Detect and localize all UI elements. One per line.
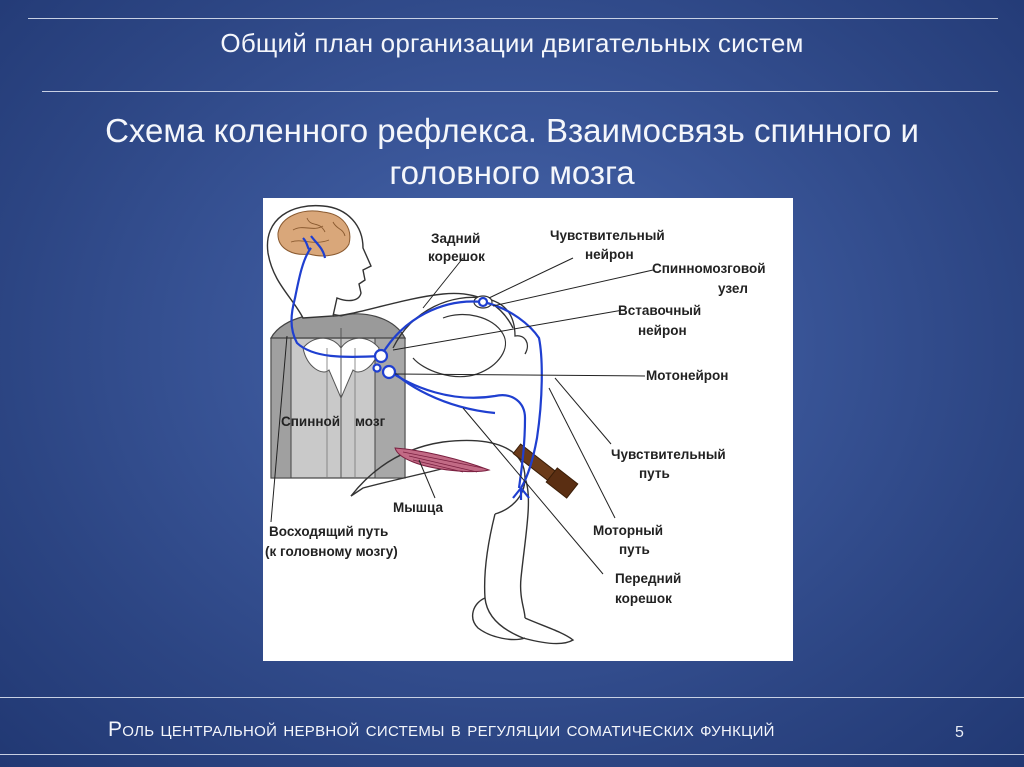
- page-number: 5: [955, 724, 964, 741]
- nerve-paths: [290, 235, 543, 500]
- label-sensory-neuron-1: Чувствительный: [550, 228, 665, 243]
- label-spinal-cord-2: мозг: [355, 414, 386, 429]
- label-sensory-path-1: Чувствительный: [611, 447, 726, 462]
- label-spinal-ganglion-1: Спинномозговой: [652, 261, 766, 276]
- head-outline: [266, 204, 372, 319]
- slide-subtitle: Схема коленного рефлекса. Взаимосвязь сп…: [105, 112, 919, 191]
- label-motoneuron: Мотонейрон: [646, 368, 728, 383]
- footer-top-rule: [0, 697, 1024, 698]
- label-ascending-path-2: (к головному мозгу): [265, 544, 398, 559]
- label-posterior-root-2: корешок: [428, 249, 485, 264]
- leader-lines: [270, 257, 654, 575]
- label-interneuron-2: нейрон: [638, 323, 687, 338]
- label-motor-path-1: Моторный: [593, 523, 663, 538]
- header-top-rule: [28, 18, 998, 19]
- header-bottom-rule: [42, 91, 998, 92]
- footer-title: Роль центральной нервной системы в регул…: [108, 718, 775, 741]
- label-anterior-root-2: корешок: [615, 591, 672, 606]
- label-sensory-neuron-2: нейрон: [585, 247, 634, 262]
- label-spinal-cord-1: Спинной: [281, 414, 340, 429]
- label-ascending-path-1: Восходящий путь: [269, 524, 388, 539]
- spinal-cord-block: [269, 313, 407, 479]
- footer-bottom-rule: [0, 754, 1024, 755]
- label-muscle: Мышца: [393, 500, 443, 515]
- knee-reflex-diagram: Спинной мозг: [263, 198, 793, 661]
- reflex-hammer: [512, 443, 579, 499]
- label-spinal-ganglion-2: узел: [718, 281, 748, 296]
- spinal-ganglion: [392, 295, 529, 378]
- header-title: Общий план организации двигательных сист…: [220, 28, 804, 58]
- label-sensory-path-2: путь: [639, 466, 670, 481]
- label-interneuron-1: Вставочный: [618, 303, 701, 318]
- label-posterior-root-1: Задний: [431, 231, 480, 246]
- label-anterior-root-1: Передний: [615, 571, 681, 586]
- label-motor-path-2: путь: [619, 542, 650, 557]
